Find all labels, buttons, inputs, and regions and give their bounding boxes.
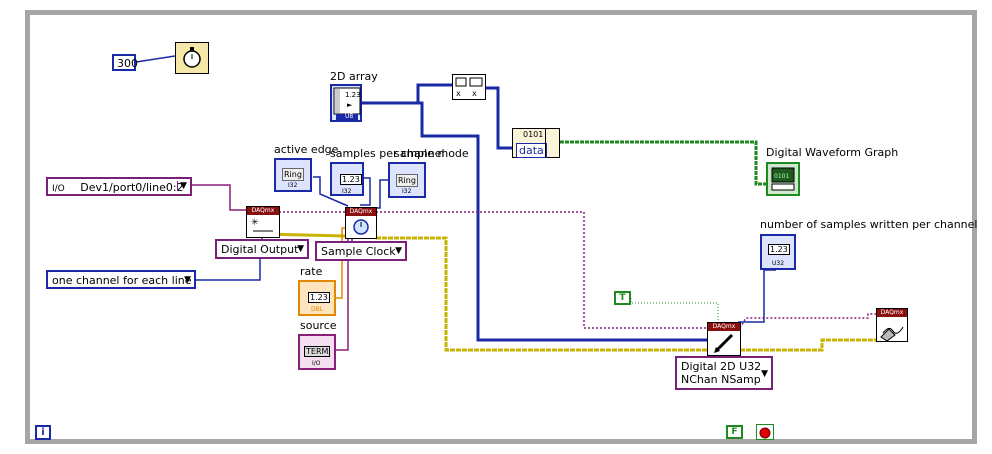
dropdown-arrow-icon[interactable]: ▼ (184, 275, 191, 285)
stopwatch-icon (183, 47, 201, 68)
wire-wait-ms[interactable] (135, 55, 176, 63)
samples-written-label: number of samples written per channel (760, 218, 978, 231)
array-2d-label: 2D array (330, 70, 378, 83)
svg-text:►: ► (347, 101, 353, 109)
data-terminal[interactable]: data (516, 143, 547, 158)
stop-condition-terminal[interactable] (756, 424, 774, 440)
io-tag: I/O (312, 360, 321, 367)
wire-autostart[interactable] (630, 298, 719, 322)
samples-per-channel-label: samples per channel (330, 147, 445, 160)
wire-task-timing-to-write[interactable] (376, 211, 708, 329)
wire-error-write-to-clear[interactable] (740, 338, 876, 352)
iteration-terminal[interactable]: i (35, 425, 51, 440)
active-edge-label: active edge (274, 143, 339, 156)
numeric-glyph: 1.23 (340, 174, 362, 185)
numeric-glyph: 1.23 (768, 244, 790, 255)
samples-written-indicator[interactable]: 1.23 U32 (760, 234, 796, 270)
wire-array-down[interactable] (418, 101, 708, 342)
write-polymorph-line2: NChan NSamp (681, 373, 761, 386)
daqmx-create-channel-node[interactable]: DAQmx ✳ (246, 206, 280, 238)
active-edge-control[interactable]: Ring I32 (274, 158, 312, 192)
u8-tag: U8 (345, 113, 354, 120)
dropdown-arrow-icon[interactable]: ▼ (297, 244, 304, 254)
build-digital-waveform-node[interactable]: 0101 data (512, 128, 560, 158)
numeric-glyph: 1.23 (308, 292, 330, 303)
wire-array-to-transpose[interactable] (362, 83, 455, 105)
lines-channel-constant[interactable]: I/O Dev1/port0/line0:2 ▼ (46, 177, 192, 196)
clock-icon (353, 219, 369, 235)
digital-waveform-graph-label: Digital Waveform Graph (766, 146, 899, 159)
pencil-icon (714, 333, 734, 353)
array-icon: 1.23 ► (333, 87, 361, 120)
timing-type-value: Sample Clock (321, 245, 396, 258)
dropdown-arrow-icon[interactable]: ▼ (177, 181, 187, 191)
rate-control[interactable]: 1.23 DBL (298, 280, 336, 316)
wire-active-edge[interactable] (313, 176, 349, 207)
daqmx-banner: DAQmx (247, 207, 279, 215)
term-glyph: TERM (304, 346, 331, 357)
daqmx-write-node[interactable]: DAQmx (707, 322, 741, 356)
dropdown-arrow-icon[interactable]: ▼ (761, 369, 768, 379)
wire-channel-to-create[interactable] (192, 184, 246, 211)
line-grouping-value: one channel for each line (52, 274, 192, 287)
autostart-true-constant[interactable]: T (614, 291, 631, 305)
i32-tag: I32 (402, 188, 412, 195)
digital-waveform-graph-terminal[interactable]: 0101 (766, 162, 800, 196)
timing-type-selector[interactable]: Sample Clock ▼ (315, 241, 407, 261)
lines-channel-value: Dev1/port0/line0:2 (80, 181, 184, 194)
source-label: source (300, 319, 337, 332)
wait-node[interactable] (175, 42, 209, 74)
rate-label: rate (300, 265, 323, 278)
write-polymorph-line1: Digital 2D U32 (681, 360, 762, 373)
sample-mode-label: sample mode (394, 147, 469, 160)
transpose-array-node[interactable]: x x (452, 74, 486, 100)
wire-task-write-to-clear[interactable] (739, 313, 876, 329)
svg-text:1.23: 1.23 (345, 91, 361, 99)
create-channel-type-selector[interactable]: Digital Output ▼ (215, 239, 309, 259)
daqmx-banner: DAQmx (346, 208, 376, 216)
svg-text:x: x (472, 89, 477, 98)
bits-glyph: 0101 (523, 130, 544, 139)
wire-samples-written[interactable] (738, 269, 776, 323)
graph-icon: 0101 (771, 167, 795, 191)
ring-glyph: Ring (282, 168, 304, 181)
create-channel-type-value: Digital Output (221, 243, 299, 256)
svg-text:x: x (456, 89, 461, 98)
daqmx-timing-node[interactable]: DAQmx (345, 207, 377, 239)
daqmx-clear-task-node[interactable]: DAQmx (876, 308, 908, 342)
ring-glyph: Ring (396, 174, 418, 187)
i32-tag: I32 (342, 188, 352, 195)
waveform-output (545, 129, 561, 157)
diagram-frame (25, 10, 977, 444)
source-control[interactable]: TERM I/O (298, 334, 336, 370)
line-grouping-selector[interactable]: one channel for each line ▼ (46, 270, 196, 289)
transpose-icon: x x (455, 77, 483, 98)
array-2d-constant[interactable]: 1.23 ► U8 (330, 84, 362, 122)
stop-false-constant[interactable]: F (726, 425, 743, 439)
sample-mode-control[interactable]: Ring I32 (388, 162, 426, 198)
wire-transpose-to-build[interactable] (486, 86, 512, 150)
dbl-tag: DBL (311, 306, 324, 313)
wire-waveform-to-graph[interactable] (560, 140, 766, 186)
wire-samples-per-channel[interactable] (360, 177, 371, 206)
write-polymorph-selector[interactable]: Digital 2D U32 NChan NSamp ▼ (675, 356, 773, 390)
u32-tag: U32 (772, 260, 785, 267)
i32-tag: I32 (288, 182, 298, 189)
wire-error-timing-to-write[interactable] (376, 236, 708, 352)
io-glyph: I/O (52, 184, 65, 194)
svg-text:0101: 0101 (774, 173, 789, 180)
svg-text:✳: ✳ (251, 218, 259, 228)
wire-sample-mode[interactable] (372, 179, 388, 209)
eraser-icon (880, 326, 904, 342)
samples-per-channel-control[interactable]: 1.23 I32 (330, 162, 364, 196)
wait-ms-constant[interactable]: 300 (112, 54, 138, 71)
stop-icon (759, 427, 771, 439)
daqmx-banner: DAQmx (708, 323, 740, 331)
create-channel-icon: ✳ (251, 218, 273, 232)
daqmx-banner: DAQmx (877, 309, 907, 317)
dropdown-arrow-icon[interactable]: ▼ (395, 246, 402, 256)
